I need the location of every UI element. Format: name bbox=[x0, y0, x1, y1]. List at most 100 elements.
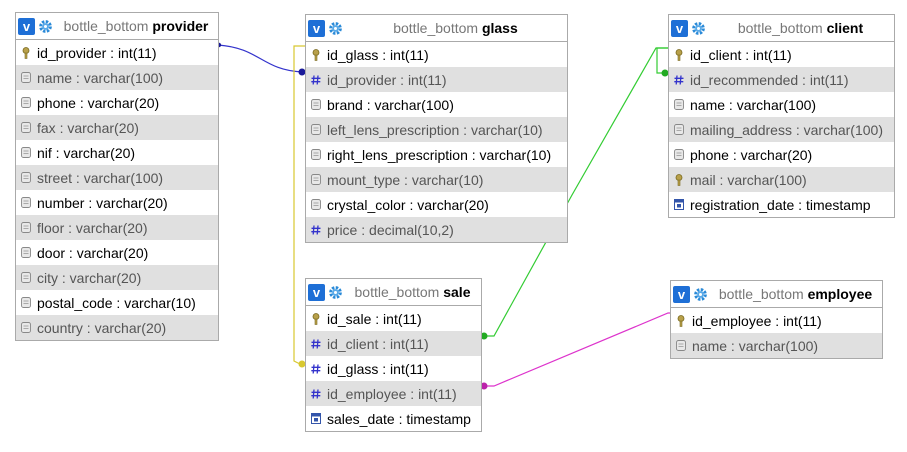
column-separator: : bbox=[362, 96, 375, 113]
column-separator: : bbox=[741, 46, 754, 63]
column-row[interactable]: id_employee : int(11) bbox=[671, 308, 882, 333]
table-sale[interactable]: v bottle_bottom sale id_sale : int(11)id_c… bbox=[305, 278, 482, 432]
column-separator: : bbox=[55, 119, 68, 136]
column-separator: : bbox=[58, 269, 70, 286]
column-row[interactable]: postal_code : varchar(10) bbox=[16, 290, 218, 315]
field-icon bbox=[311, 198, 321, 211]
column-row[interactable]: nif : varchar(20) bbox=[16, 140, 218, 165]
column-row[interactable]: sales_date : timestamp bbox=[306, 406, 481, 431]
field-icon bbox=[21, 296, 31, 309]
column-row[interactable]: id_client : int(11) bbox=[669, 42, 894, 67]
column-row[interactable]: brand : varchar(100) bbox=[306, 92, 567, 117]
column-row[interactable]: mail : varchar(100) bbox=[669, 167, 894, 192]
column-separator: : bbox=[378, 46, 391, 63]
field-icon bbox=[311, 123, 321, 136]
relation-client-self-end bbox=[661, 69, 669, 77]
column-row[interactable]: id_provider : int(11) bbox=[306, 67, 567, 92]
field-icon bbox=[674, 98, 684, 111]
field-icon bbox=[21, 146, 31, 159]
column-row[interactable]: price : decimal(10,2) bbox=[306, 217, 567, 242]
column-row[interactable]: street : varchar(100) bbox=[16, 165, 218, 190]
column-separator: : bbox=[378, 335, 391, 352]
column-name: id_provider bbox=[37, 44, 107, 61]
clock-icon bbox=[674, 198, 684, 211]
schema-name: bottle_bottom bbox=[354, 284, 440, 300]
table-header[interactable]: v bottle_bottom sale bbox=[306, 279, 481, 306]
column-name: city bbox=[37, 269, 58, 286]
column-name: brand bbox=[327, 96, 363, 113]
column-separator: : bbox=[72, 169, 84, 186]
column-row[interactable]: mount_type : varchar(10) bbox=[306, 167, 567, 192]
key-icon bbox=[674, 48, 684, 61]
column-name: country bbox=[37, 319, 83, 336]
column-row[interactable]: name : varchar(100) bbox=[16, 65, 218, 90]
column-row[interactable]: id_sale : int(11) bbox=[306, 306, 481, 331]
table-title: bottle_bottom provider bbox=[54, 18, 218, 34]
table-name: sale bbox=[443, 284, 471, 300]
view-toggle-icon[interactable]: v bbox=[308, 283, 325, 301]
view-toggle-icon[interactable]: v bbox=[671, 19, 688, 37]
table-header[interactable]: v bottle_bottom provider bbox=[16, 13, 218, 40]
column-row[interactable]: crystal_color : varchar(20) bbox=[306, 192, 567, 217]
table-title: bottle_bottom sale bbox=[344, 284, 481, 300]
column-name: mail bbox=[690, 171, 716, 188]
column-row[interactable]: fax : varchar(20) bbox=[16, 115, 218, 140]
column-type: int(11) bbox=[418, 385, 457, 402]
column-separator: : bbox=[64, 219, 76, 236]
column-row[interactable]: id_provider : int(11) bbox=[16, 40, 218, 65]
column-separator: : bbox=[371, 310, 384, 327]
field-icon bbox=[674, 148, 684, 161]
column-row[interactable]: id_employee : int(11) bbox=[306, 381, 481, 406]
relation-sale-client-end bbox=[480, 332, 488, 340]
column-row[interactable]: phone : varchar(20) bbox=[16, 90, 218, 115]
column-name: fax bbox=[37, 119, 56, 136]
view-toggle-icon[interactable]: v bbox=[673, 285, 690, 303]
column-separator: : bbox=[400, 171, 412, 188]
gear-icon[interactable] bbox=[692, 286, 709, 303]
column-row[interactable]: door : varchar(20) bbox=[16, 240, 218, 265]
column-name: registration_date bbox=[690, 196, 795, 213]
column-row[interactable]: city : varchar(20) bbox=[16, 265, 218, 290]
field-icon bbox=[21, 196, 31, 209]
column-row[interactable]: id_glass : int(11) bbox=[306, 356, 481, 381]
column-row[interactable]: id_client : int(11) bbox=[306, 331, 481, 356]
column-name: postal_code bbox=[37, 294, 113, 311]
column-type: int(11) bbox=[809, 71, 849, 88]
table-provider[interactable]: v bottle_bottom provider id_provider : int… bbox=[15, 12, 219, 341]
column-row[interactable]: phone : varchar(20) bbox=[669, 142, 894, 167]
gear-icon[interactable] bbox=[327, 20, 344, 37]
gear-icon[interactable] bbox=[37, 18, 54, 35]
column-name: id_employee bbox=[692, 312, 772, 329]
column-row[interactable]: country : varchar(20) bbox=[16, 315, 218, 340]
column-separator: : bbox=[725, 96, 737, 113]
relation-client-self bbox=[656, 47, 668, 74]
view-toggle-icon[interactable]: v bbox=[308, 19, 325, 37]
column-row[interactable]: registration_date : timestamp bbox=[669, 192, 894, 217]
column-row[interactable]: id_recommended : int(11) bbox=[669, 67, 894, 92]
column-name: street bbox=[37, 169, 73, 186]
column-name: id_glass bbox=[327, 360, 379, 377]
column-row[interactable]: floor : varchar(20) bbox=[16, 215, 218, 240]
view-toggle-icon[interactable]: v bbox=[18, 17, 35, 35]
column-row[interactable]: id_glass : int(11) bbox=[306, 42, 567, 67]
column-row[interactable]: name : varchar(100) bbox=[669, 92, 894, 117]
column-name: name bbox=[37, 69, 73, 86]
column-name: id_recommended bbox=[690, 71, 799, 88]
column-row[interactable]: name : varchar(100) bbox=[671, 333, 882, 358]
column-type: varchar(100) bbox=[736, 96, 817, 113]
column-type: varchar(100) bbox=[83, 69, 164, 86]
column-row[interactable]: right_lens_prescription : varchar(10) bbox=[306, 142, 567, 167]
gear-icon[interactable] bbox=[690, 20, 707, 37]
gear-icon[interactable] bbox=[327, 284, 344, 301]
column-row[interactable]: left_lens_prescription : varchar(10) bbox=[306, 117, 567, 142]
column-row[interactable]: mailing_address : varchar(100) bbox=[669, 117, 894, 142]
column-name: mailing_address bbox=[690, 121, 792, 138]
column-row[interactable]: number : varchar(20) bbox=[16, 190, 218, 215]
column-separator: : bbox=[378, 360, 391, 377]
